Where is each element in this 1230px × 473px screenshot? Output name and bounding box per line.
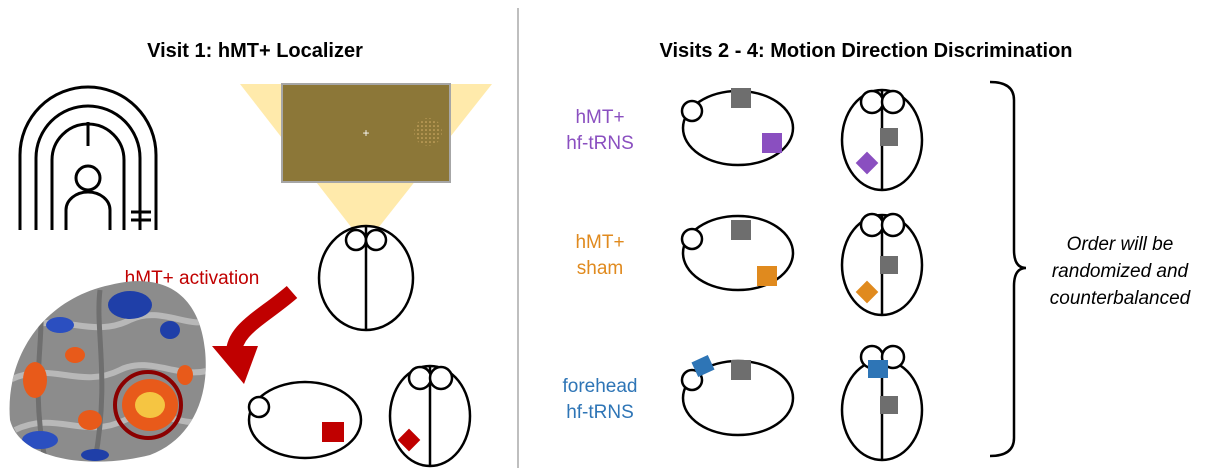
condition-hmt-sham: hMT+ sham <box>575 232 624 279</box>
condition-forehead-hftrns: forehead hf-tRNS <box>562 376 637 423</box>
hmt-target-circle <box>113 370 183 440</box>
electrode-active <box>868 360 888 378</box>
right-panel-title: Visits 2 - 4: Motion Direction Discrimin… <box>659 40 1072 62</box>
head-top-view-row3 <box>840 344 924 462</box>
electrode-active <box>691 354 715 378</box>
condition-hmt-hftrns: hMT+ hf-tRNS <box>566 107 634 154</box>
electrode-active <box>855 280 879 304</box>
head-side-view-row1 <box>680 88 795 167</box>
head-side-view-row3 <box>680 354 795 437</box>
electrode-reference <box>731 88 751 108</box>
head-side-view-row2 <box>680 214 795 292</box>
condition-line1: forehead <box>562 376 637 397</box>
head-top-view-row1 <box>840 88 924 192</box>
electrode-hmt-marker <box>322 422 344 442</box>
curved-arrow-icon <box>212 285 298 384</box>
order-note-line3: counterbalanced <box>1050 288 1192 309</box>
electrode-reference <box>731 220 751 240</box>
left-panel-title: Visit 1: hMT+ Localizer <box>147 40 363 62</box>
head-side-view-localizer <box>247 380 363 460</box>
electrode-reference <box>880 256 898 274</box>
visual-stimulus-projection: + <box>240 83 492 232</box>
head-top-view-hmt <box>388 364 472 468</box>
condition-line2: hf-tRNS <box>566 402 634 423</box>
right-brace-icon <box>989 80 1027 458</box>
inflated-brain-activation-map <box>9 281 206 462</box>
fixation-cross: + <box>362 126 369 140</box>
electrode-active <box>762 133 782 153</box>
order-note-line1: Order will be <box>1067 234 1174 255</box>
order-note-line2: randomized and <box>1052 261 1190 282</box>
condition-line2: sham <box>577 258 623 279</box>
condition-line2: hf-tRNS <box>566 133 634 154</box>
head-top-view-row2 <box>840 212 924 317</box>
motion-dot-patch <box>414 118 442 146</box>
electrode-reference <box>731 360 751 380</box>
electrode-reference <box>880 396 898 414</box>
condition-line1: hMT+ <box>575 232 624 253</box>
head-top-view-localizer <box>317 224 415 332</box>
electrode-active <box>757 266 777 286</box>
electrode-hmt-marker-top <box>397 428 421 452</box>
mri-scanner-icon <box>18 85 158 230</box>
electrode-reference <box>880 128 898 146</box>
condition-line1: hMT+ <box>575 107 624 128</box>
